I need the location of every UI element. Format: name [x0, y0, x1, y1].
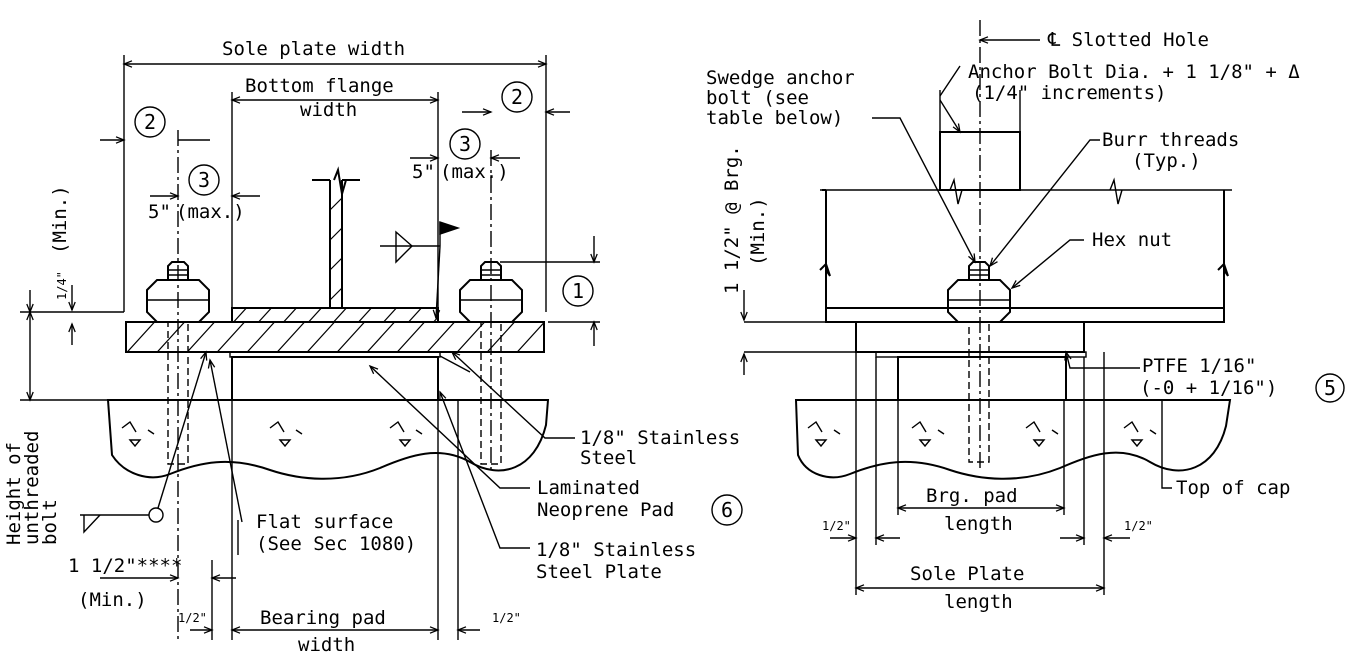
five-in-right: 5"	[412, 161, 435, 183]
half-in-left: 1/2"	[178, 611, 207, 625]
weld-symbol	[380, 221, 461, 320]
left-callout-circles	[134, 81, 743, 526]
max-right: (max.)	[440, 161, 509, 183]
bottom-flange-label: Bottom flange	[245, 75, 394, 97]
hex-nut-label: Hex nut	[1092, 229, 1172, 251]
height-label-2: unthreaded	[21, 431, 43, 545]
ptfe-label-2: (-0 + 1/16")	[1140, 377, 1277, 399]
min-label: (Min.)	[78, 589, 147, 611]
callout-2-right: 2	[511, 85, 523, 109]
bearing-pad-label: Bearing pad	[260, 607, 386, 629]
left-elevation-view	[20, 55, 743, 640]
anchor-bolt-dia-label: Anchor Bolt Dia. + 1 1/8" + Δ	[968, 61, 1300, 83]
left-dimension-lines	[20, 55, 600, 640]
left-leader-lines	[207, 350, 575, 555]
min-vertical-right: (Min.)	[747, 197, 769, 266]
callout-3-right: 3	[459, 132, 471, 156]
half-in-right: 1/2"	[492, 611, 521, 625]
brg-vertical-label: 1 1/2" @ Brg.	[721, 145, 743, 294]
callout-5: 5	[1324, 376, 1336, 400]
stainless-plate-label-2: Steel Plate	[536, 561, 662, 583]
burr-threads-label-2: (Typ.)	[1132, 150, 1201, 172]
height-label-3: bolt	[39, 499, 61, 545]
stainless-label-1: 1/8" Stainless	[580, 427, 740, 449]
left-web-hatch	[329, 197, 343, 301]
sole-plate-length-label: length	[944, 591, 1013, 613]
burr-threads-label-1: Burr threads	[1102, 129, 1239, 151]
one-half-star-label: 1 1/2"****	[68, 555, 182, 577]
callout-1: 1	[572, 279, 584, 303]
sole-plate-label: Sole Plate	[910, 563, 1024, 585]
height-label-1: Height of	[3, 442, 25, 545]
half-in-right-right: 1/2"	[1124, 519, 1153, 533]
right-leader-lines	[872, 117, 1172, 489]
stainless-label-2: Steel	[580, 447, 637, 469]
flat-surface-label-2: (See Sec 1080)	[256, 533, 416, 555]
laminated-label-1: Laminated	[537, 477, 640, 499]
brg-pad-length-label: length	[944, 513, 1013, 535]
quarter-inch: 1/4"	[55, 271, 69, 300]
left-girder-web	[312, 166, 360, 308]
top-of-cap-label: Top of cap	[1176, 477, 1290, 499]
left-sole-plate-hatch	[126, 322, 544, 352]
left-concrete-cap	[106, 399, 550, 480]
right-section-view	[740, 20, 1345, 595]
max-left: (max.)	[176, 201, 245, 223]
stainless-plate-label-1: 1/8" Stainless	[536, 539, 696, 561]
five-in-left: 5"	[148, 201, 171, 223]
callout-2-left: 2	[144, 110, 156, 134]
swedge-label-1: Swedge anchor	[706, 67, 855, 89]
callout-6: 6	[721, 498, 733, 522]
laminated-label-2: Neoprene Pad	[537, 499, 674, 521]
right-dimension-lines	[740, 36, 1130, 595]
right-concrete-cap	[794, 399, 1232, 480]
swedge-label-3: table below)	[706, 107, 843, 129]
right-girder	[819, 189, 1229, 323]
min-vertical-left: (Min.)	[49, 185, 71, 254]
anchor-increment-label: (1/4" increments)	[972, 82, 1166, 104]
right-sole-plate	[855, 321, 1085, 353]
right-anchor-bolt	[947, 261, 1011, 463]
flat-surface-weld-symbol	[80, 350, 208, 534]
left-flange-hatch	[232, 308, 438, 322]
callout-5-circle	[1315, 373, 1345, 403]
right-aggregate-marks	[807, 420, 1157, 448]
slotted-hole-label: ℄ Slotted Hole	[1047, 29, 1209, 51]
flat-surface-label-1: Flat surface	[256, 511, 393, 533]
left-aggregate-marks	[121, 420, 423, 448]
callout-3-left: 3	[198, 168, 210, 192]
brg-pad-label: Brg. pad	[926, 485, 1018, 507]
right-neoprene-pad	[897, 356, 1067, 401]
ptfe-label-1: PTFE 1/16"	[1142, 355, 1256, 377]
bearing-pad-width-label: width	[298, 634, 355, 656]
bottom-flange-width-label: width	[300, 99, 357, 121]
right-break-symbols	[949, 177, 1123, 205]
swedge-label-2: bolt (see	[706, 87, 809, 109]
sole-plate-width-label: Sole plate width	[222, 38, 405, 60]
half-in-right-left: 1/2"	[822, 519, 851, 533]
left-anchor-bolt-right	[459, 261, 523, 465]
left-neoprene-pad	[231, 356, 439, 401]
